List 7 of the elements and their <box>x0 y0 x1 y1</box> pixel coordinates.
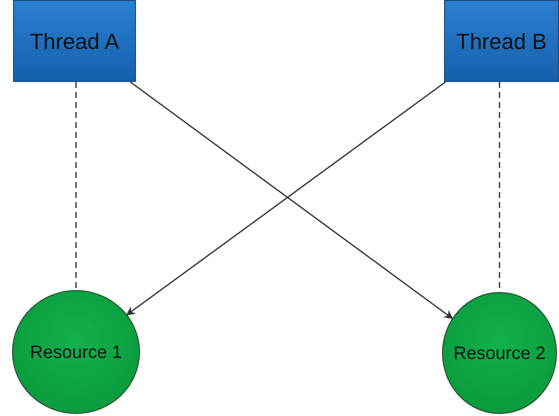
thread-box <box>13 0 136 82</box>
node-label: Resource 2 <box>452 342 547 365</box>
node-label: Thread A <box>28 28 120 54</box>
thread-box <box>444 0 559 82</box>
dashed-line <box>75 82 77 290</box>
node-label: Resource 1 <box>28 341 124 364</box>
node-label: Thread B <box>455 28 548 54</box>
